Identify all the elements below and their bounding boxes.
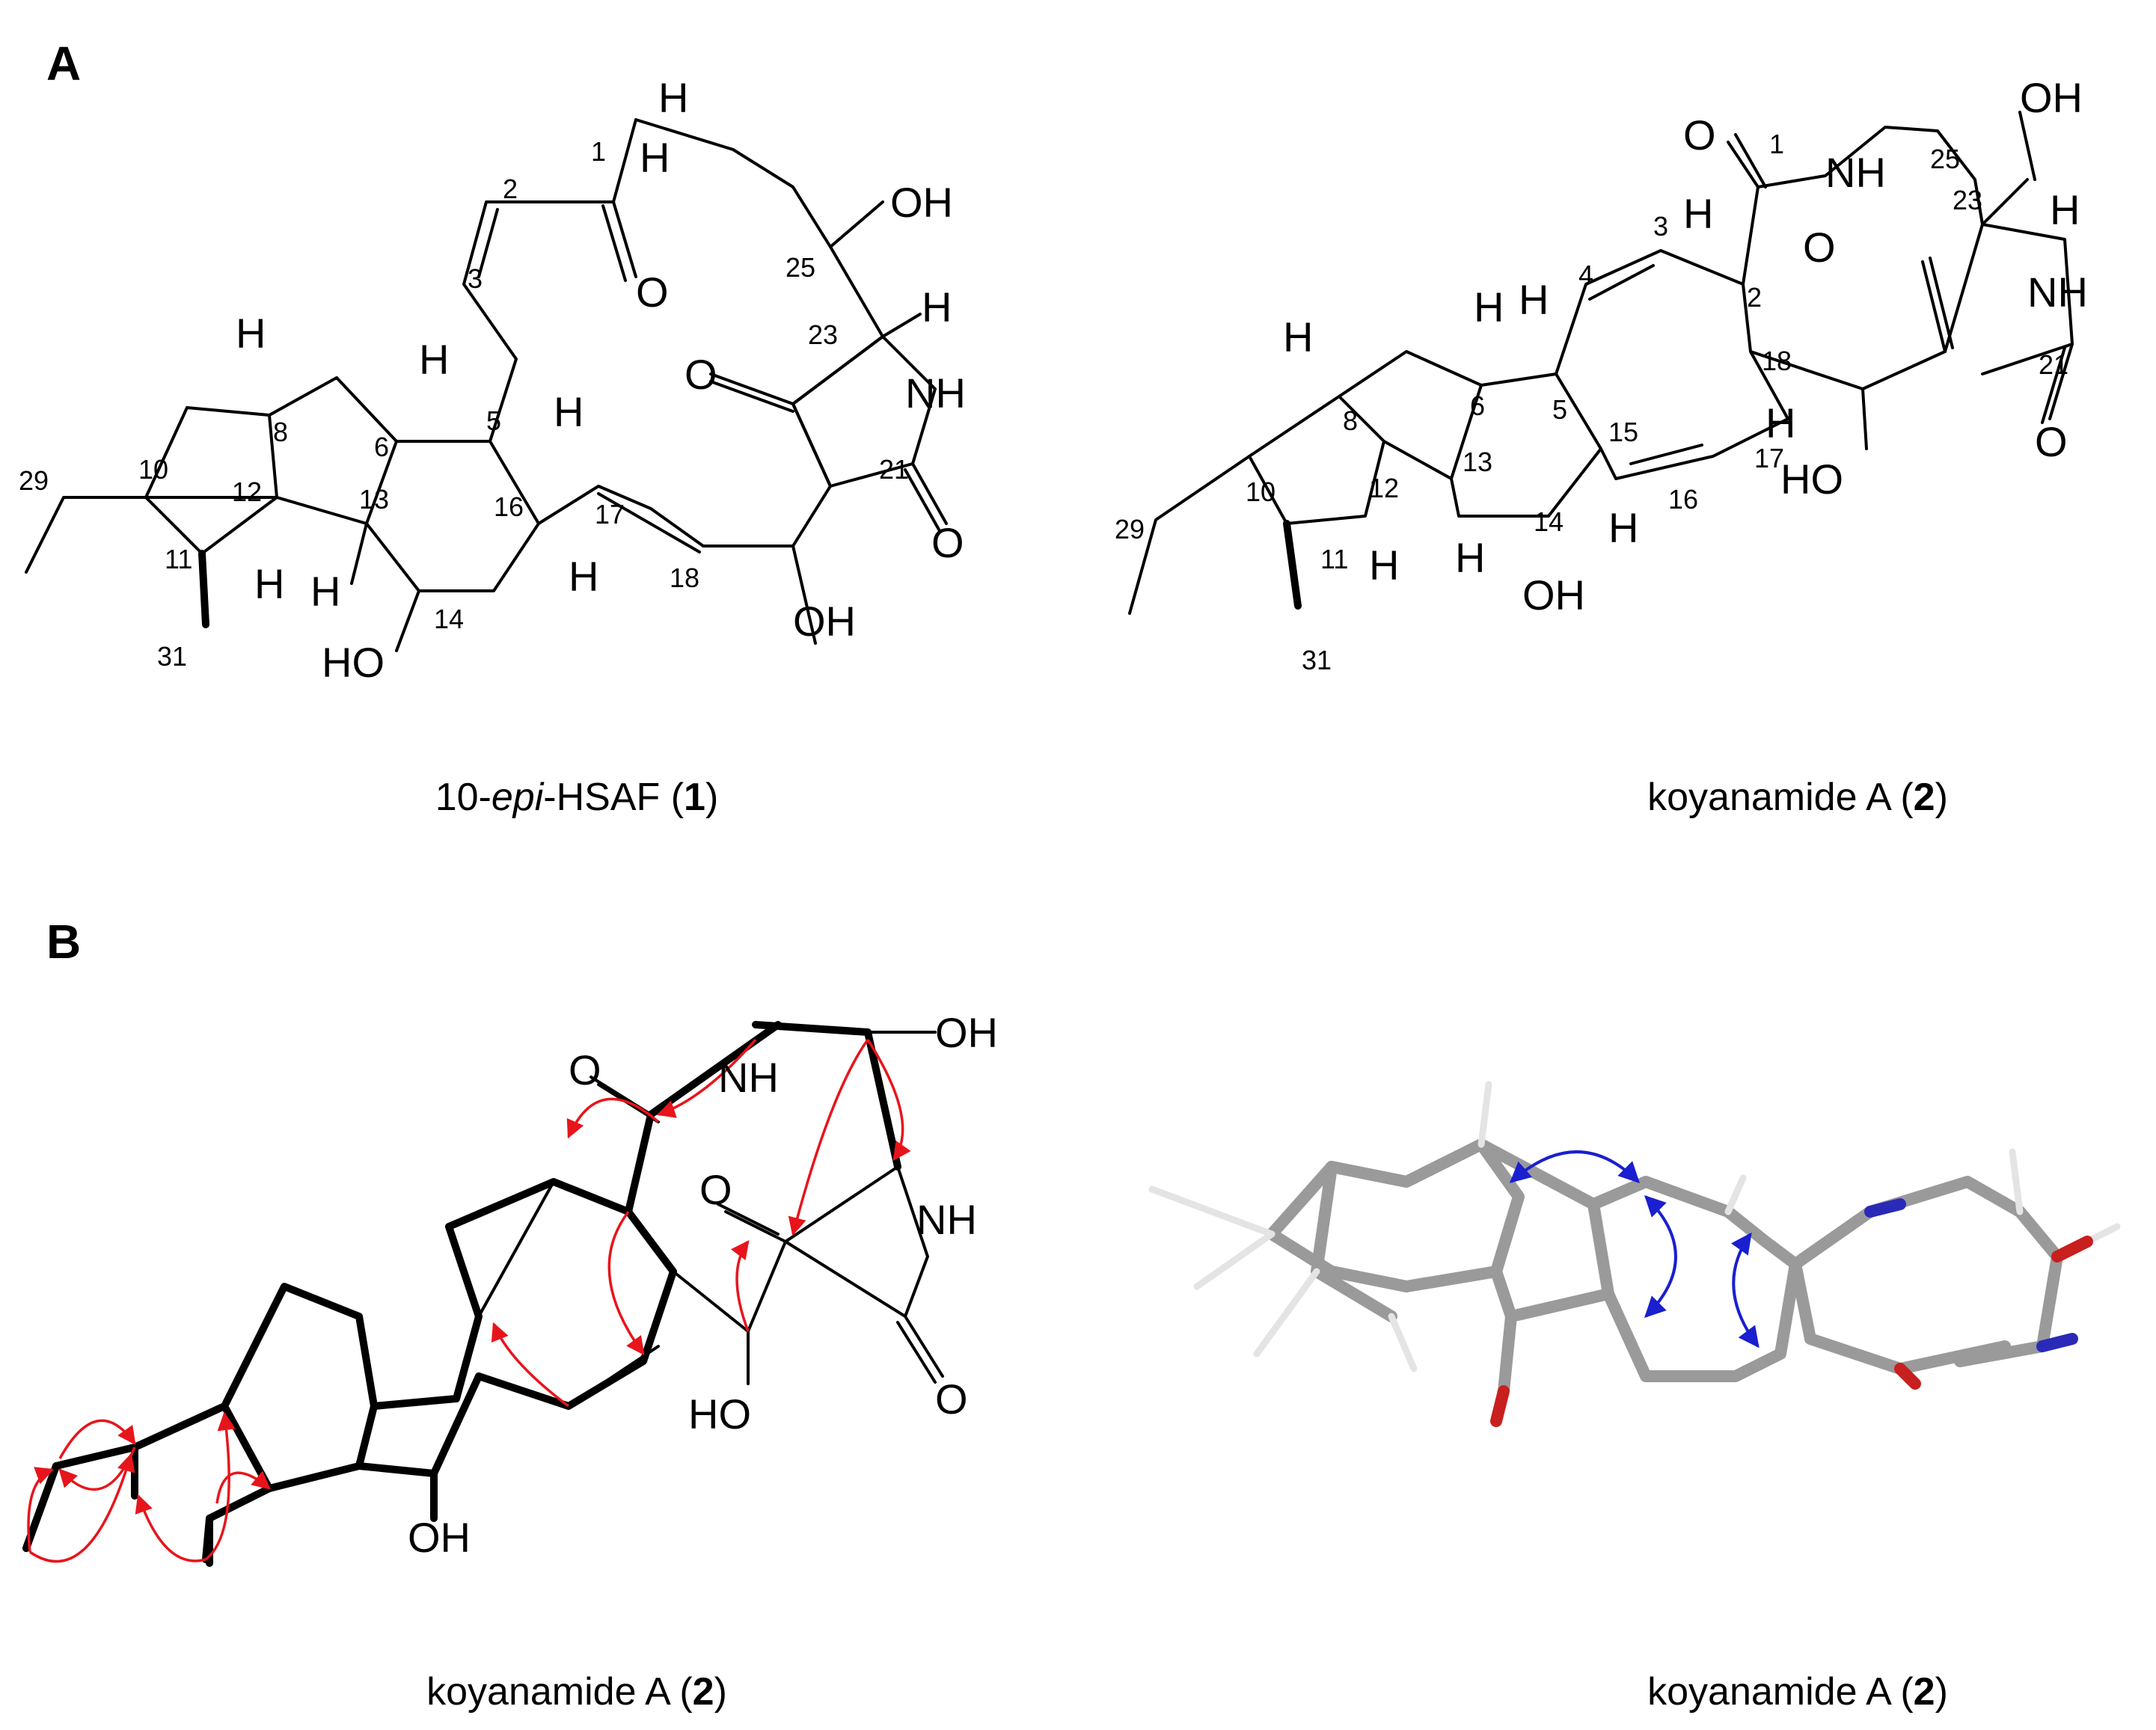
svg-text:29: 29 (19, 465, 49, 496)
svg-text:OH: OH (793, 598, 856, 645)
panel-label-b: B (46, 915, 82, 969)
svg-text:17: 17 (1754, 443, 1784, 473)
noesy-arrows (1509, 1150, 1760, 1349)
svg-text:H: H (1608, 504, 1638, 551)
svg-text:8: 8 (273, 417, 288, 447)
svg-text:OH: OH (2020, 74, 2083, 121)
svg-text:13: 13 (1463, 447, 1492, 477)
svg-text:H: H (922, 283, 952, 331)
svg-text:6: 6 (374, 432, 389, 462)
structure-compound-2 (1128, 111, 2074, 615)
svg-text:3: 3 (1653, 211, 1668, 242)
svg-text:OH: OH (1522, 571, 1585, 619)
svg-text:14: 14 (1534, 506, 1564, 537)
labels-compound-1: H H OH O H O NH O OH H H H H H H HO 1 2 … (19, 74, 966, 686)
svg-text:15: 15 (1608, 417, 1638, 447)
panel-label-a: A (46, 37, 82, 91)
svg-text:23: 23 (1953, 185, 1982, 215)
svg-text:NH: NH (1825, 149, 1886, 196)
svg-text:H: H (569, 553, 598, 600)
svg-text:H: H (640, 134, 670, 181)
svg-text:29: 29 (1115, 514, 1145, 545)
structure-b-thin (477, 1031, 944, 1408)
svg-text:H: H (1519, 276, 1549, 323)
svg-text:OH: OH (935, 1009, 998, 1056)
svg-text:11: 11 (1320, 544, 1348, 574)
svg-text:HO: HO (322, 639, 385, 686)
svg-text:H: H (554, 388, 584, 435)
svg-text:H: H (236, 310, 266, 357)
svg-text:OH: OH (890, 179, 953, 226)
svg-text:H: H (1683, 190, 1713, 237)
svg-text:6: 6 (1470, 390, 1485, 421)
svg-text:O: O (1683, 111, 1716, 159)
svg-text:H: H (254, 560, 284, 607)
svg-text:H: H (310, 568, 340, 615)
svg-text:31: 31 (1302, 645, 1332, 675)
svg-text:17: 17 (595, 499, 625, 530)
svg-text:H: H (2050, 186, 2080, 233)
svg-text:12: 12 (232, 476, 262, 507)
svg-text:NH: NH (916, 1196, 977, 1243)
svg-text:O: O (569, 1046, 601, 1093)
svg-text:3: 3 (468, 263, 483, 294)
svg-text:5: 5 (1552, 394, 1567, 425)
svg-text:31: 31 (157, 641, 187, 672)
caption-compound-2-b-left: koyanamide A (2) (426, 1670, 727, 1714)
svg-text:H: H (419, 336, 449, 383)
svg-text:H: H (1474, 283, 1504, 331)
hmbc-arrows (27, 1038, 911, 1563)
svg-text:2: 2 (1747, 282, 1762, 313)
svg-text:2: 2 (503, 174, 518, 204)
svg-text:H: H (658, 74, 688, 121)
svg-text:HO: HO (1780, 455, 1843, 503)
svg-text:25: 25 (1930, 144, 1960, 174)
structure-compound-1 (25, 118, 948, 652)
svg-text:5: 5 (486, 405, 501, 436)
svg-text:OH: OH (408, 1514, 471, 1561)
svg-text:NH: NH (718, 1054, 779, 1101)
svg-text:16: 16 (1668, 484, 1698, 515)
svg-text:11: 11 (165, 544, 192, 574)
svg-text:HO: HO (688, 1390, 751, 1438)
svg-text:25: 25 (785, 252, 815, 283)
svg-text:O: O (935, 1375, 968, 1423)
svg-text:10: 10 (1246, 476, 1275, 507)
svg-text:O: O (636, 269, 669, 316)
svg-text:13: 13 (359, 484, 389, 515)
svg-text:O: O (2035, 418, 2068, 465)
svg-text:1: 1 (591, 136, 606, 167)
svg-text:10: 10 (138, 454, 168, 485)
svg-text:21: 21 (2039, 349, 2068, 380)
svg-text:NH: NH (905, 369, 966, 417)
svg-text:21: 21 (879, 454, 909, 485)
svg-text:O: O (699, 1166, 732, 1213)
svg-text:8: 8 (1343, 405, 1358, 436)
labels-compound-2: O NH OH H H O NH O HO H H H H H H H OH 1… (1115, 74, 2088, 675)
caption-compound-2-a: koyanamide A (2) (1647, 776, 1948, 819)
svg-text:O: O (685, 351, 717, 398)
svg-text:H: H (1369, 542, 1399, 589)
svg-text:14: 14 (434, 604, 464, 634)
svg-text:H: H (1455, 534, 1485, 581)
svg-text:4: 4 (1578, 260, 1593, 290)
svg-text:H: H (1283, 313, 1313, 361)
svg-text:1: 1 (1769, 129, 1784, 159)
svg-text:18: 18 (670, 562, 699, 593)
molecular-model-3d (1148, 1081, 2121, 1427)
svg-text:23: 23 (808, 319, 838, 350)
svg-text:12: 12 (1369, 473, 1399, 503)
svg-text:18: 18 (1762, 346, 1792, 376)
labels-panel-b-left: O NH OH O NH O HO OH (408, 1009, 998, 1561)
caption-compound-2-b-right: koyanamide A (2) (1647, 1670, 1948, 1714)
svg-text:NH: NH (2027, 269, 2088, 316)
structure-cosy-bold (22, 1021, 901, 1567)
svg-text:H: H (1765, 399, 1795, 447)
svg-text:O: O (1803, 224, 1836, 271)
svg-text:16: 16 (494, 491, 524, 522)
svg-text:O: O (931, 519, 964, 566)
caption-compound-1: 10-epi-HSAF (1) (435, 776, 719, 819)
